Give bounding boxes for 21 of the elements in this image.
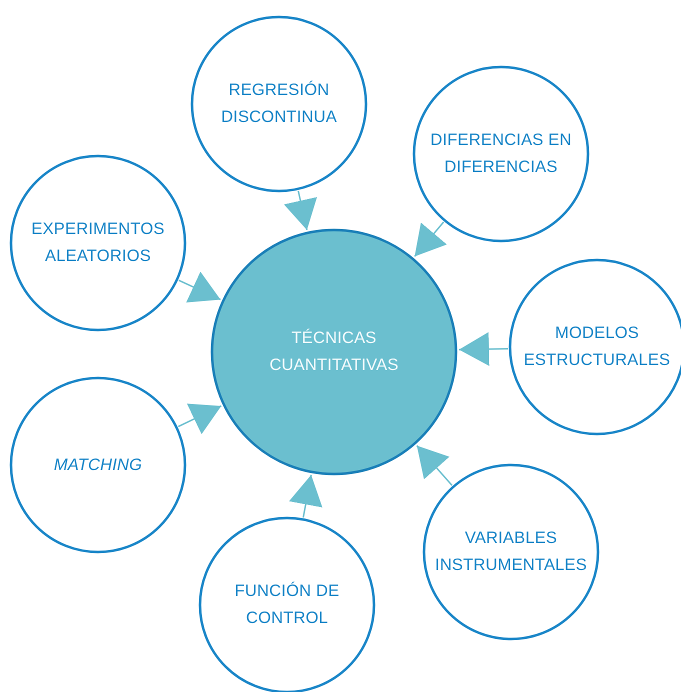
arrow [416, 445, 453, 486]
arrow [414, 222, 447, 257]
node-label: MODELOS ESTRUCTURALES [522, 323, 672, 371]
node-label: VARIABLES INSTRUMENTALES [434, 528, 588, 576]
technique-circle [10, 376, 186, 554]
technique-circle [412, 66, 590, 242]
arrow [178, 404, 222, 434]
arrow [288, 474, 322, 518]
center-circle [210, 228, 458, 476]
arrow [458, 332, 508, 366]
node-label: MATCHING [54, 454, 142, 476]
node-label: EXPERIMENTOS ALEATORIOS [30, 219, 166, 267]
node-label: FUNCIÓN DE CONTROL [234, 580, 340, 629]
node-label: REGRESIÓN DISCONTINUA [220, 80, 338, 128]
arrow [178, 272, 221, 302]
technique-circle [10, 154, 186, 332]
node-label: TÉCNICAS CUANTITATIVAS [268, 328, 400, 376]
arrow [284, 190, 318, 230]
technique-circle [190, 16, 368, 192]
technique-circle [422, 464, 600, 640]
node-label: DIFERENCIAS EN DIFERENCIAS [429, 130, 573, 178]
